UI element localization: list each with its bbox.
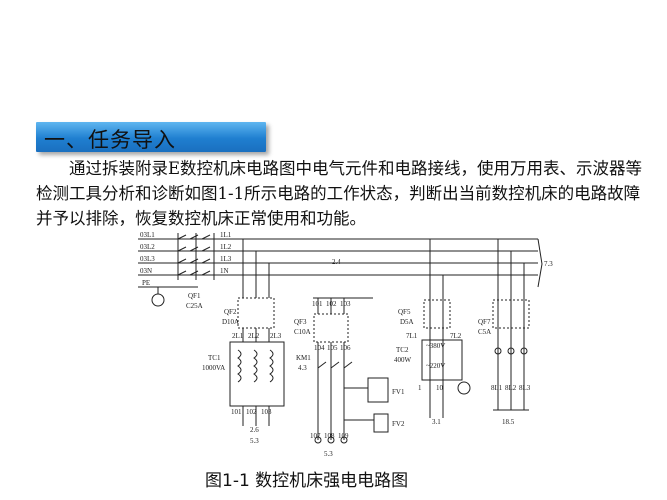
tc2-rating: 400W [394,356,412,364]
qf3-input: 101 [312,300,323,308]
bus-label-left: PE [142,279,150,287]
figure-caption: 图1-1 数控机床强电电路图 [205,471,409,491]
qf3-rating: C10A [294,328,311,336]
bus-label-left: 03L2 [140,243,155,251]
tc1-ref: 5.3 [250,437,259,445]
fuse-label: FV2 [392,420,405,428]
tc1-output: 102 [246,408,257,416]
qf5-rating: D5A [400,318,414,326]
qf2-output: 2L1 [232,332,244,340]
km1-output: 107 [310,432,321,440]
km1-bottom-ref: 5.3 [324,450,333,458]
qf3-output: 104 [314,344,325,352]
section-heading: 一、任务导入 [44,128,176,152]
qf2-output: 2L2 [248,332,260,340]
qf7-ref: 18.5 [502,418,515,426]
qf1-rating: C25A [186,302,203,310]
qf7-output: 8L3 [519,384,531,392]
qf2-output: 2L3 [270,332,282,340]
circuit-diagram: 03L1 03L2 03L3 03N PE 1L1 1L2 1L3 1N 7.3… [138,231,553,458]
qf2-rating: D10A [222,318,239,326]
qf3-output: 105 [327,344,338,352]
km1-name: KM1 [296,354,311,362]
tc2-secondary: ~220V [426,362,445,370]
qf1-name: QF1 [188,292,201,300]
fuse-label: FV1 [392,388,405,396]
qf5-name: QF5 [398,308,411,316]
tc2-name: TC2 [396,346,409,354]
bus-label-right: 1L2 [220,243,232,251]
qf2-name: QF2 [224,308,237,316]
bus-label-right: 1L1 [220,231,232,239]
qf3-ref: 2.4 [332,258,341,266]
tc1-rating: 1000VA [202,364,225,372]
km1-output: 109 [338,432,349,440]
bus-ref: 7.3 [544,260,553,268]
qf7-output: 8L1 [491,384,503,392]
qf3-input: 103 [340,300,351,308]
bus-label-left: 03L3 [140,255,155,263]
tc1-name: TC1 [208,354,221,362]
section-heading-banner: 一、任务导入 [36,122,266,152]
qf3-input: 102 [326,300,337,308]
tc2-primary: ~380V [426,342,445,350]
bus-label-left: 03N [140,267,152,275]
bus-label-right: 1N [220,267,229,275]
qf5-output: 7L1 [406,332,418,340]
km1-ref: 4.3 [298,364,307,372]
tc2-ref: 3.1 [432,418,441,426]
tc1-output: 103 [261,408,272,416]
qf7-name: QF7 [478,318,491,326]
qf3-name: QF3 [294,318,307,326]
tc1-ref: 2.6 [250,426,259,434]
qf7-rating: C5A [478,328,491,336]
tc1-output: 101 [231,408,242,416]
tc2-output: 10 [436,384,444,392]
qf5-output: 7L2 [450,332,462,340]
tc2-output: 1 [418,384,422,392]
bus-label-left: 03L1 [140,231,155,239]
qf7-output: 8L2 [505,384,517,392]
bus-label-right: 1L3 [220,255,232,263]
km1-output: 108 [324,432,335,440]
qf3-output: 106 [340,344,351,352]
body-paragraph: 通过拆装附录E数控机床电路图中电气元件和电路接线，使用万用表、示波器等检测工具分… [36,159,643,228]
